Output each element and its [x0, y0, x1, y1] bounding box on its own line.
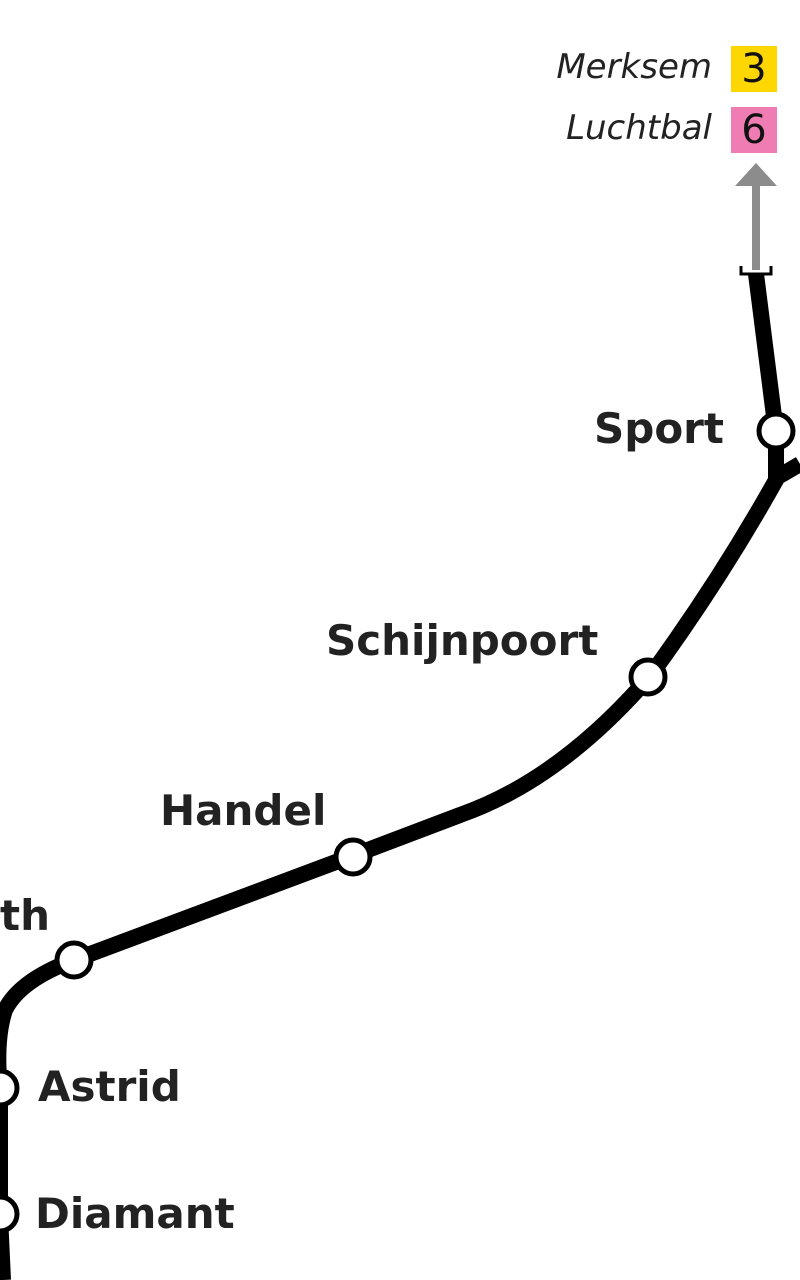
station-marker-schijnpoort[interactable]	[628, 657, 668, 697]
destination-label-luchtbal: Luchtbal	[566, 108, 712, 148]
station-marker-astrid[interactable]	[0, 1068, 20, 1108]
station-label-partial: th	[0, 891, 50, 940]
station-marker-sport[interactable]	[756, 411, 796, 451]
metro-line	[0, 272, 784, 1280]
station-marker-diamant[interactable]	[0, 1194, 20, 1234]
station-marker-th[interactable]	[54, 940, 94, 980]
direction-arrow-icon	[735, 163, 777, 276]
destination-label-merksem: Merksem	[556, 47, 712, 87]
line-badge-3: 3	[731, 46, 777, 92]
station-label-diamant: Diamant	[35, 1189, 235, 1238]
station-label-sport: Sport	[594, 404, 724, 453]
station-label-schijnpoort: Schijnpoort	[326, 616, 599, 665]
metro-line-branch	[771, 457, 800, 485]
station-label-astrid: Astrid	[38, 1062, 181, 1111]
line-badge-6: 6	[731, 107, 777, 153]
station-label-handel: Handel	[160, 786, 327, 835]
station-marker-handel[interactable]	[333, 837, 373, 877]
